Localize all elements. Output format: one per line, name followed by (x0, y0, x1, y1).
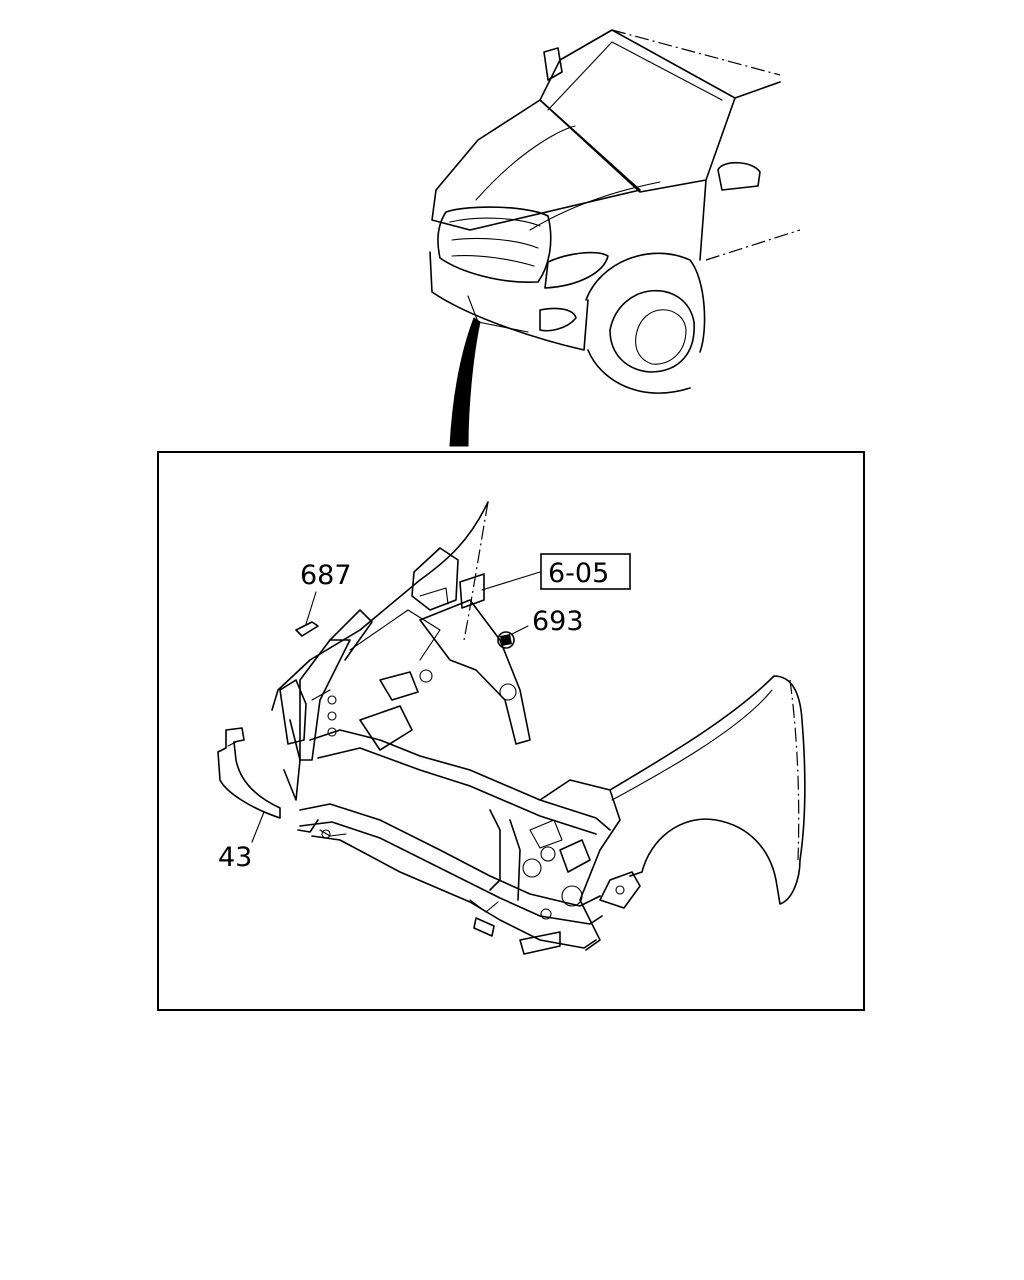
callout-605[interactable]: 6-05 (548, 558, 609, 589)
part-693-clip (497, 625, 529, 649)
part-43-bracket (217, 727, 281, 843)
front-body-structure (271, 501, 806, 955)
leader-605 (481, 571, 541, 591)
part-687-pad (295, 591, 319, 637)
vehicle-overview (429, 29, 801, 447)
callout-43: 43 (218, 842, 252, 873)
callout-693: 693 (532, 606, 584, 637)
detail-frame (157, 451, 865, 1011)
callout-687: 687 (300, 560, 352, 591)
callout-605-box[interactable] (540, 553, 631, 590)
